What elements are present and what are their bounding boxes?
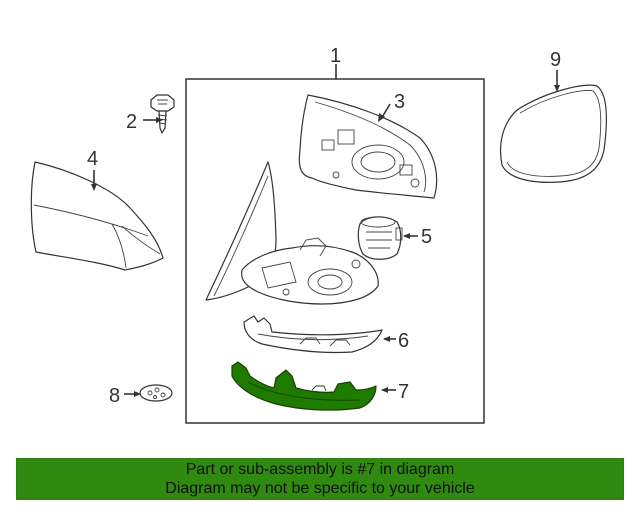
assembly-frame <box>185 78 485 424</box>
callout-8: 8 <box>109 385 120 407</box>
clip-part-8[interactable] <box>139 384 173 402</box>
part-7-shape[interactable] <box>231 361 377 411</box>
info-banner: Part or sub-assembly is #7 in diagram Di… <box>16 458 624 500</box>
mirror-cap-part-4[interactable] <box>30 161 164 271</box>
turn-signal-part-6[interactable] <box>243 315 383 354</box>
mirror-base-bracket[interactable] <box>205 161 379 305</box>
callout-7: 7 <box>398 381 409 403</box>
banner-line-2: Diagram may not be specific to your vehi… <box>165 480 475 497</box>
banner-line-1: Part or sub-assembly is #7 in diagram <box>185 461 455 478</box>
callout-5: 5 <box>421 226 432 248</box>
callout-9: 9 <box>550 49 561 71</box>
callout-2: 2 <box>126 111 137 133</box>
screw-part-2[interactable] <box>150 94 175 134</box>
callout-3: 3 <box>394 91 405 113</box>
highlighted-part-7[interactable] <box>231 361 377 411</box>
motor-part-5[interactable] <box>357 216 403 260</box>
callout-6: 6 <box>398 330 409 352</box>
callout-4: 4 <box>87 148 98 170</box>
mirror-glass-part-9[interactable] <box>499 84 608 183</box>
mirror-housing-part-3[interactable] <box>298 94 438 199</box>
callout-1: 1 <box>330 45 341 67</box>
